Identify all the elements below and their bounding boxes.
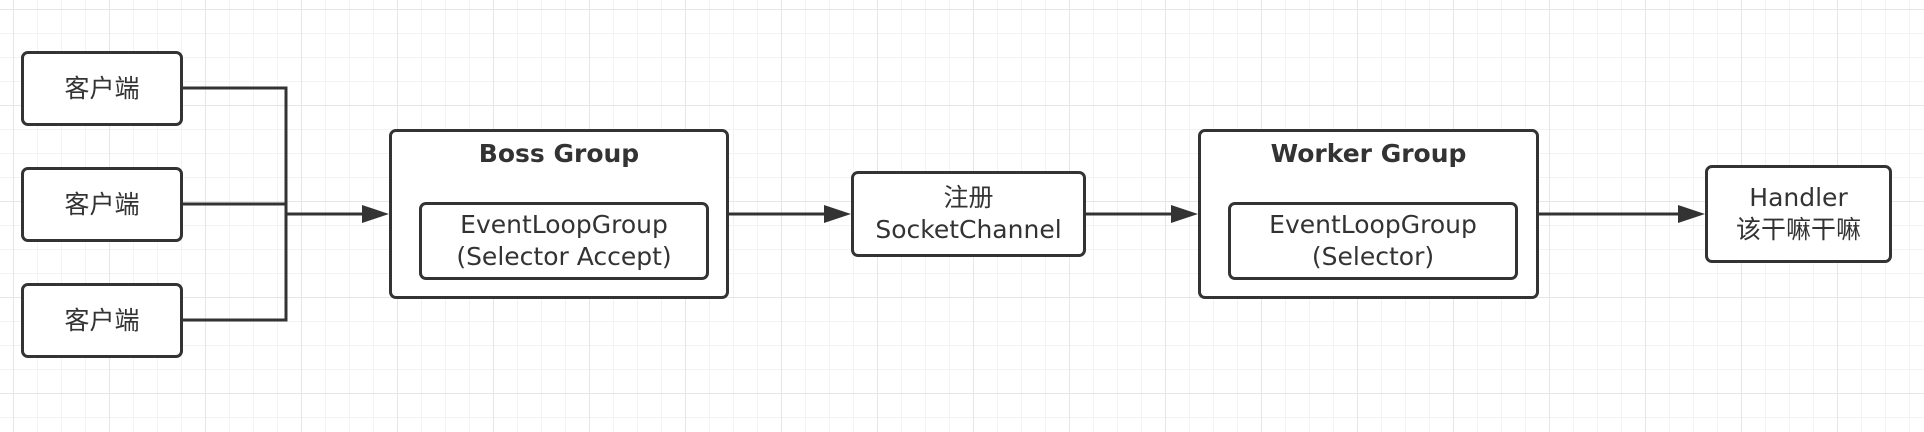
client-node: 客户端 [21, 51, 183, 126]
arrowhead-worker [1171, 205, 1198, 223]
worker-inner-line1: EventLoopGroup [1269, 210, 1477, 239]
client-label: 客户端 [64, 73, 140, 103]
boss-group-title: Boss Group [478, 139, 640, 168]
arrowhead-handler [1678, 205, 1705, 223]
register-line1: 注册 [943, 183, 994, 212]
arrowhead-boss [362, 205, 389, 223]
handler-line1: Handler [1749, 183, 1848, 212]
worker-inner-line2: (Selector) [1311, 242, 1435, 271]
connector-client-3 [183, 214, 288, 322]
handler-node: Handler 该干嘛干嘛 [1705, 165, 1892, 263]
boss-group-node: Boss Group EventLoopGroup (Selector Acce… [389, 129, 729, 299]
boss-event-loop-group: EventLoopGroup (Selector Accept) [419, 202, 709, 280]
client-node: 客户端 [21, 283, 183, 358]
boss-inner-line2: (Selector Accept) [456, 242, 672, 271]
connector-client-1 [183, 86, 288, 214]
client-label: 客户端 [64, 189, 140, 219]
handler-line2: 该干嘛干嘛 [1735, 215, 1861, 244]
register-socket-channel-node: 注册 SocketChannel [851, 171, 1086, 257]
client-node: 客户端 [21, 167, 183, 242]
worker-group-title: Worker Group [1270, 139, 1467, 168]
client-label: 客户端 [64, 305, 140, 335]
arrowhead-register [824, 205, 851, 223]
register-line2: SocketChannel [875, 215, 1062, 244]
worker-event-loop-group: EventLoopGroup (Selector) [1228, 202, 1518, 280]
boss-inner-line1: EventLoopGroup [460, 210, 668, 239]
worker-group-node: Worker Group EventLoopGroup (Selector) [1198, 129, 1539, 299]
